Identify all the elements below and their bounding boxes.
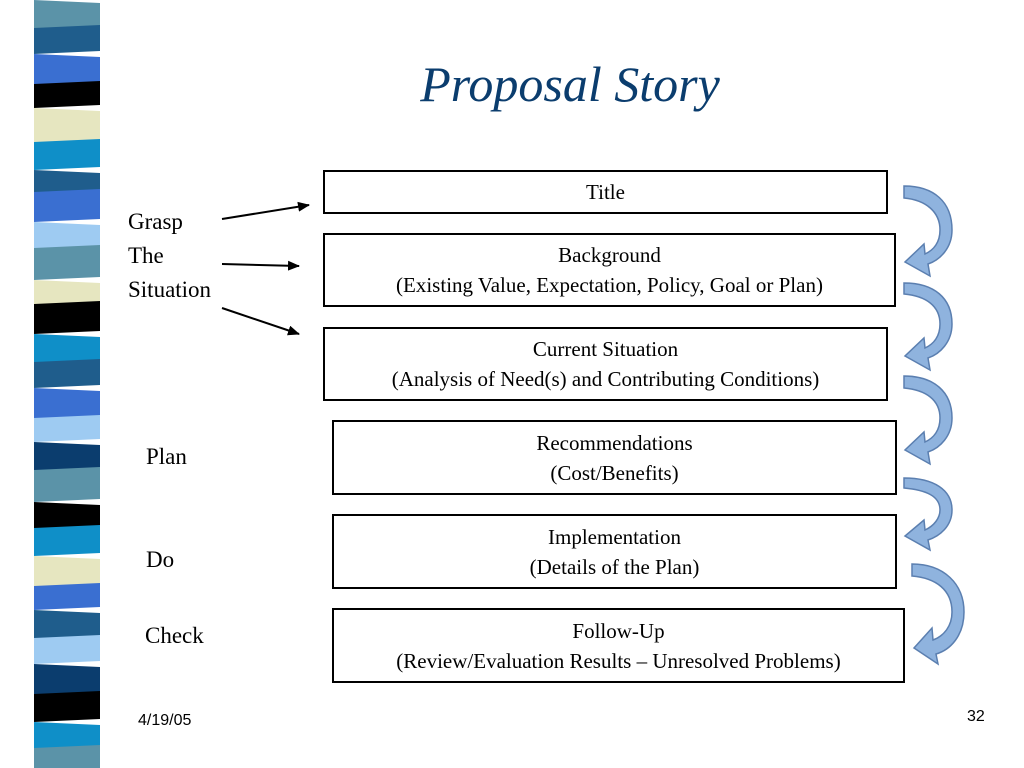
box-recommendations: Recommendations (Cost/Benefits)	[332, 420, 897, 495]
stripe-segment	[34, 170, 100, 195]
label-grasp-the-situation: Grasp The Situation	[128, 205, 211, 307]
box-implementation: Implementation (Details of the Plan)	[332, 514, 897, 589]
box-title: Title	[323, 170, 888, 214]
label-check: Check	[145, 623, 204, 648]
label-plan: Plan	[146, 444, 187, 469]
stripe-segment	[34, 222, 100, 251]
page-number: 32	[967, 708, 985, 725]
stripe-segment	[34, 54, 100, 87]
stripe-segment	[34, 108, 100, 145]
stripe-segment	[34, 415, 100, 442]
stripe-segment	[34, 189, 100, 222]
stripe-segment	[34, 525, 100, 556]
curved-arrow-1	[903, 185, 953, 278]
slide-title: Proposal Story	[420, 56, 720, 112]
label-do: Do	[146, 547, 175, 572]
label-situation: Situation	[128, 277, 212, 302]
box-background-line2: (Existing Value, Expectation, Policy, Go…	[396, 273, 823, 297]
box-implementation-line2: (Details of the Plan)	[529, 554, 700, 579]
stripe-segment	[34, 583, 100, 610]
stripe-segment	[34, 334, 100, 365]
arrow-to-background	[221, 260, 300, 271]
stripe-segment	[34, 467, 100, 502]
stripe-segment	[34, 280, 100, 307]
box-recommendations-line1: Recommendations	[536, 430, 693, 455]
footer-date: 4/19/05	[138, 712, 192, 729]
curved-arrow-2	[903, 282, 953, 372]
decorative-stripe-bar	[34, 0, 100, 768]
box-current-situation-line1: Current Situation	[532, 337, 679, 361]
box-background: Background (Existing Value, Expectation,…	[323, 233, 896, 307]
box-title-line1: Title	[586, 180, 625, 204]
stripe-segment	[34, 442, 100, 473]
label-the: The	[128, 243, 164, 268]
stripe-segment	[34, 691, 100, 722]
stripe-segment	[34, 359, 100, 388]
stripe-segment	[34, 81, 100, 108]
curved-arrow-3	[903, 375, 953, 466]
stripe-segment	[34, 502, 100, 531]
stripe-group	[34, 0, 100, 768]
curved-arrow-5	[911, 563, 965, 666]
stripe-segment	[34, 388, 100, 421]
label-grasp: Grasp	[128, 209, 183, 234]
stripe-segment	[34, 0, 100, 31]
box-implementation-line1: Implementation	[548, 524, 681, 549]
stripe-segment	[34, 635, 100, 664]
stripe-segment	[34, 722, 100, 751]
box-current-situation: Current Situation (Analysis of Need(s) a…	[323, 327, 888, 401]
box-current-situation-line2: (Analysis of Need(s) and Contributing Co…	[391, 367, 820, 391]
stripe-segment	[34, 301, 100, 334]
box-follow-up: Follow-Up (Review/Evaluation Results – U…	[332, 608, 905, 683]
stripe-segment	[34, 556, 100, 589]
box-background-line1: Background	[558, 243, 661, 267]
box-follow-up-line2: (Review/Evaluation Results – Unresolved …	[396, 648, 841, 673]
stripe-segment	[34, 610, 100, 641]
stripe-segment	[34, 139, 100, 170]
arrow-to-current-situation	[221, 307, 300, 336]
stripe-segment	[34, 664, 100, 697]
curved-arrow-4	[903, 477, 953, 552]
stripe-segment	[34, 25, 100, 54]
box-recommendations-line2: (Cost/Benefits)	[550, 460, 679, 485]
stripe-segment	[34, 245, 100, 280]
box-follow-up-line1: Follow-Up	[572, 618, 665, 643]
arrow-to-title	[221, 201, 310, 220]
stripe-segment	[34, 745, 100, 768]
